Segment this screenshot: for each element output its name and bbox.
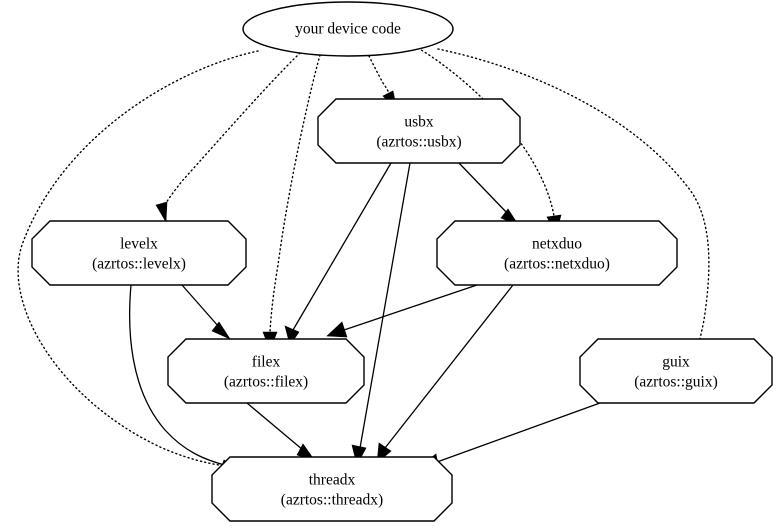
- edge-levelx-to-filex: [181, 284, 231, 340]
- node-label-usbx-package: (azrtos::usbx): [376, 134, 461, 151]
- node-label-usbx-name: usbx: [404, 114, 434, 131]
- node-label-netxduo-package: (azrtos::netxduo): [504, 256, 610, 273]
- node-filex[interactable]: filex (azrtos::filex): [167, 338, 365, 404]
- node-your-device-code[interactable]: your device code: [242, 1, 454, 57]
- node-label-guix-package: (azrtos::guix): [634, 374, 718, 391]
- node-label-filex-package: (azrtos::filex): [224, 374, 308, 391]
- node-levelx[interactable]: levelx (azrtos::levelx): [31, 220, 247, 286]
- edge-guix-to-threadx: [418, 402, 601, 470]
- edge-filex-to-threadx: [246, 402, 316, 462]
- node-label-guix-name: guix: [662, 354, 690, 371]
- node-guix[interactable]: guix (azrtos::guix): [579, 338, 773, 404]
- node-usbx[interactable]: usbx (azrtos::usbx): [317, 98, 521, 164]
- node-threadx[interactable]: threadx (azrtos::threadx): [211, 456, 453, 522]
- node-label-threadx-package: (azrtos::threadx): [281, 492, 383, 509]
- edge-device-to-levelx: [155, 52, 301, 224]
- node-label-levelx-name: levelx: [120, 236, 158, 253]
- edge-device-to-filex: [262, 54, 321, 351]
- edge-usbx-to-threadx: [351, 162, 411, 466]
- node-label-filex-name: filex: [252, 354, 281, 371]
- edge-netxduo-to-filex: [326, 284, 478, 338]
- edge-usbx-to-netxduo: [458, 162, 520, 227]
- edge-usbx-to-filex: [284, 162, 392, 346]
- node-label-threadx-name: threadx: [309, 472, 356, 489]
- node-label-netxduo-name: netxduo: [532, 236, 582, 253]
- node-label-levelx-package: (azrtos::levelx): [92, 256, 186, 273]
- node-label-device: your device code: [295, 21, 401, 38]
- node-netxduo[interactable]: netxduo (azrtos::netxduo): [436, 220, 678, 286]
- edge-device-to-guix: [437, 48, 710, 366]
